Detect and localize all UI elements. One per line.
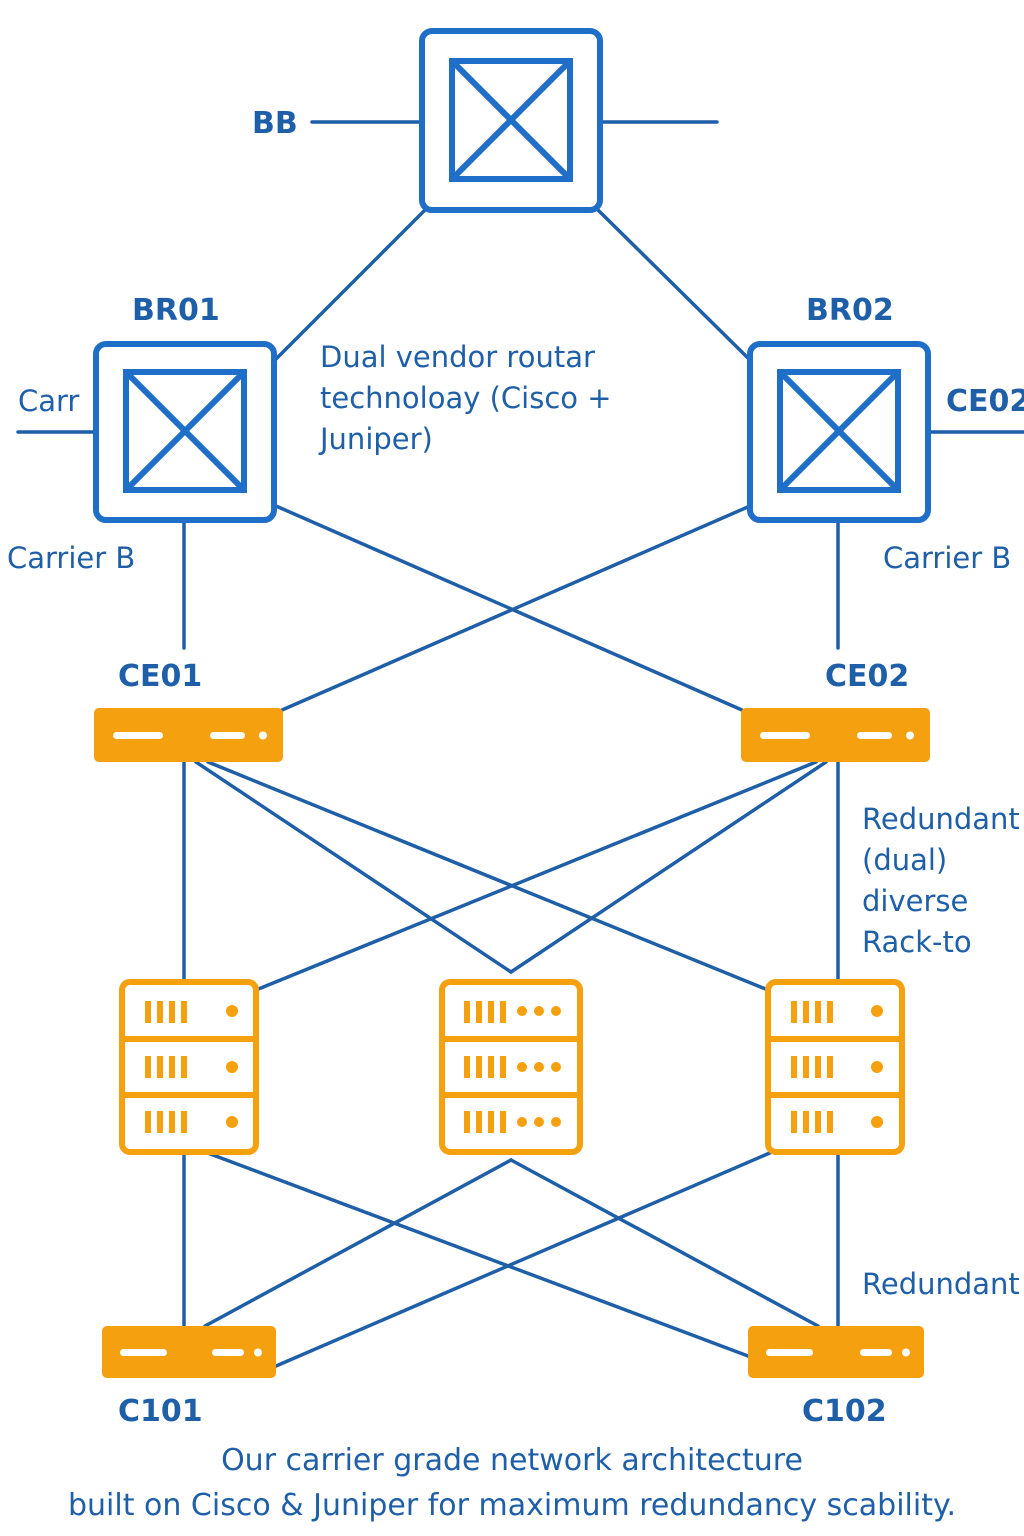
router-icon <box>777 369 901 493</box>
router-br01[interactable] <box>93 341 277 523</box>
link-ce02-server-left <box>254 760 818 992</box>
link-ce01-server-center <box>194 760 513 974</box>
server-rack-left[interactable] <box>119 979 259 1155</box>
router-icon <box>449 58 573 182</box>
link-br01-ce02 <box>274 504 744 712</box>
switch-icon <box>766 1348 910 1357</box>
switch-ce02[interactable] <box>741 708 930 762</box>
link-br02-ce01 <box>280 504 752 712</box>
switch-icon <box>120 1348 262 1357</box>
switch-ce01[interactable] <box>94 708 283 762</box>
dual-vendor-note: Dual vendor routar technoloay (Cisco + J… <box>320 340 612 456</box>
link-server-center-c102 <box>509 1158 820 1328</box>
link-ce02-server-center <box>509 760 828 974</box>
label-carrier-b-left: Carrier B <box>7 541 136 575</box>
label-ce02: CE02 <box>825 659 910 694</box>
link-server-right-c101 <box>274 1150 774 1368</box>
label-ce01: CE01 <box>118 659 203 694</box>
label-br01: BR01 <box>132 293 220 328</box>
link-server-center-c101 <box>203 1158 513 1328</box>
label-bb: BB <box>252 106 298 141</box>
label-carr: Carr <box>18 384 80 418</box>
label-redundant-bottom: Redundant <box>862 1267 1020 1301</box>
router-icon <box>123 369 247 493</box>
server-rack-right[interactable] <box>765 979 905 1155</box>
switch-c101[interactable] <box>102 1326 276 1378</box>
label-c102: C102 <box>802 1394 887 1429</box>
server-rack-icon <box>119 979 259 1155</box>
links <box>16 120 1024 1368</box>
link-server-left-c102 <box>203 1150 750 1358</box>
label-ce02-right: CE02 <box>946 384 1024 419</box>
label-c101: C101 <box>118 1394 203 1429</box>
server-rack-center[interactable] <box>439 979 583 1155</box>
link-bb-br02 <box>596 208 752 362</box>
label-carrier-b-right: Carrier B <box>883 541 1012 575</box>
server-rack-icon <box>765 979 905 1155</box>
caption-line-2: built on Cisco & Juniper for maximum red… <box>68 1488 956 1523</box>
link-bb-br01 <box>273 208 427 362</box>
label-br02: BR02 <box>806 293 894 328</box>
switch-c102[interactable] <box>748 1326 924 1378</box>
server-rack-icon <box>439 979 583 1155</box>
link-ce01-server-right <box>206 760 770 992</box>
caption-line-1: Our carrier grade network architecture <box>221 1443 803 1478</box>
redundant-note: Redundant (dual) diverse Rack-to <box>862 802 1020 959</box>
switch-icon <box>113 731 267 740</box>
router-br02[interactable] <box>747 341 931 523</box>
switch-icon <box>760 731 914 740</box>
router-bb[interactable] <box>419 28 603 213</box>
